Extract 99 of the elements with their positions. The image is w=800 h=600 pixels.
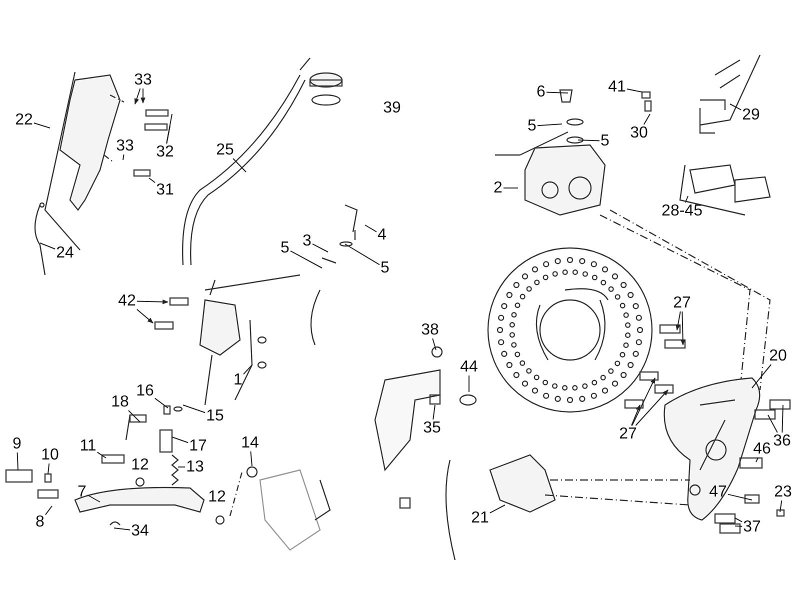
- callout-number: 6: [536, 84, 546, 100]
- callout-number: 14: [241, 434, 259, 452]
- leader-line: [114, 528, 131, 530]
- callout-number: 47: [709, 484, 727, 500]
- callout-number: 16: [136, 382, 154, 400]
- leader-line: [166, 126, 170, 144]
- leader-line: [178, 466, 186, 468]
- leader-line: [676, 311, 681, 331]
- callout-number: 37: [743, 518, 761, 536]
- callout-number: 22: [15, 112, 33, 128]
- leader-line: [727, 494, 752, 500]
- callout-number: 11: [80, 438, 96, 454]
- callout-number: 32: [156, 144, 174, 160]
- leader-line: [537, 124, 562, 126]
- leader-line: [154, 398, 168, 408]
- callout-number: 46: [753, 440, 771, 458]
- leader-line: [172, 436, 189, 444]
- leader-line: [140, 88, 146, 104]
- leader-line: [16, 452, 18, 470]
- leader-line: [752, 364, 772, 388]
- leader-line: [489, 504, 506, 514]
- callout-number: 12: [208, 488, 226, 506]
- leader-line: [684, 196, 688, 203]
- leader-line: [290, 250, 322, 268]
- callout-number: 44: [460, 358, 478, 376]
- leader-line: [756, 457, 759, 462]
- leader-line: [631, 404, 640, 426]
- leader-line: [780, 500, 782, 512]
- leader-line: [87, 494, 100, 502]
- leader-line: [232, 158, 246, 172]
- callout-number: 36: [773, 432, 791, 450]
- callout-number: 10: [41, 446, 59, 464]
- callout-number: 35: [423, 420, 441, 436]
- callout-number: 27: [619, 426, 637, 442]
- callout-number: 31: [156, 182, 174, 198]
- leader-line: [40, 242, 56, 250]
- callout-number: 24: [56, 244, 74, 262]
- leader-line: [136, 308, 154, 324]
- leader-line: [626, 88, 642, 92]
- leader-line: [250, 451, 252, 466]
- leader-line: [680, 311, 686, 346]
- leader-line: [734, 518, 743, 522]
- callout-number: 18: [111, 394, 129, 410]
- leader-line: [312, 243, 328, 252]
- callout-number: 17: [189, 438, 207, 454]
- callout-number: 12: [131, 456, 149, 474]
- callout-number: 7: [78, 484, 86, 500]
- leader-line: [364, 224, 377, 232]
- leader-line: [182, 404, 206, 414]
- leader-line: [730, 104, 742, 110]
- leader-line: [578, 140, 600, 142]
- callout-number: 5: [528, 118, 536, 134]
- leader-line: [136, 299, 169, 304]
- leader-line: [344, 244, 380, 266]
- leader-line: [768, 414, 778, 433]
- callout-number: 15: [206, 408, 224, 424]
- leader-line: [148, 178, 156, 184]
- leader-line: [432, 338, 436, 350]
- callout-number: 38: [421, 322, 439, 338]
- callout-number: 41: [608, 78, 626, 96]
- leader-line: [122, 154, 124, 160]
- leader-line: [128, 410, 140, 422]
- callout-number: 23: [774, 484, 792, 500]
- callout-number: 1: [234, 372, 242, 388]
- callout-number: 33: [134, 72, 152, 88]
- callout-number: 30: [630, 124, 648, 142]
- leader-line: [45, 506, 52, 516]
- leader-line: [468, 375, 470, 392]
- leader-line: [134, 88, 141, 105]
- callout-number: 20: [769, 348, 787, 364]
- leader-line: [546, 92, 568, 94]
- leader-line: [96, 452, 106, 458]
- callout-number: 5: [600, 132, 610, 150]
- leader-line: [643, 114, 650, 125]
- callout-number: 5: [380, 260, 390, 276]
- callout-number: 33: [116, 138, 134, 154]
- callout-number: 21: [471, 510, 489, 526]
- leader-line: [243, 364, 252, 375]
- callout-number: 5: [280, 240, 290, 256]
- callout-number: 8: [36, 514, 44, 530]
- callout-number: 13: [186, 458, 204, 476]
- callout-number: 39: [383, 100, 401, 116]
- callout-number: 42: [118, 292, 136, 310]
- leader-line: [632, 377, 656, 426]
- callout-number: 34: [131, 522, 149, 540]
- leader-line: [48, 463, 50, 474]
- callout-number: 25: [216, 142, 234, 158]
- callout-number: 4: [378, 226, 386, 244]
- leader-line: [33, 122, 50, 128]
- leader-line: [734, 526, 743, 527]
- leader-line: [782, 404, 784, 433]
- callout-number: 27: [673, 294, 691, 312]
- leader-line: [635, 390, 668, 426]
- callout-number: 29: [742, 106, 760, 124]
- callout-number: 28-45: [662, 202, 702, 220]
- callout-number: 9: [12, 436, 22, 452]
- callout-number: 2: [494, 180, 502, 196]
- callout-number: 3: [302, 232, 312, 250]
- leader-line: [432, 404, 436, 420]
